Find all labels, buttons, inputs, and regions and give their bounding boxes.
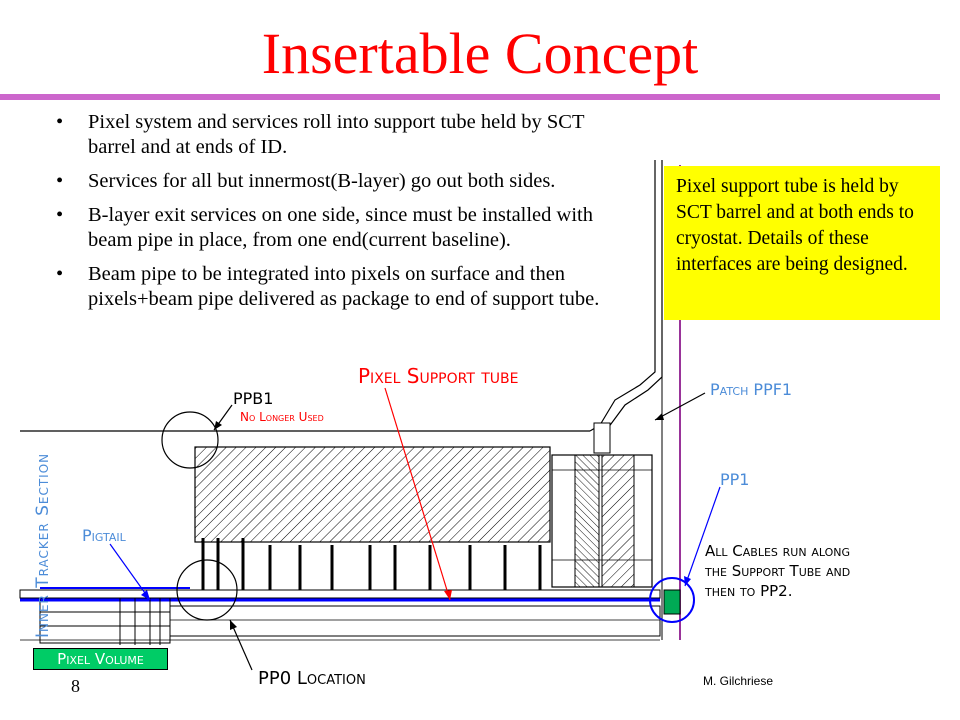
support-tube	[19, 589, 661, 599]
ppb1-label: PPB1	[233, 389, 274, 408]
bullet-list: Pixel system and services roll into supp…	[50, 110, 630, 321]
pigtail-label: Pigtail	[82, 526, 126, 545]
patch-ppf1-label: Patch PPF1	[710, 380, 793, 399]
pp0-circle	[176, 559, 238, 621]
inner-tracker-section-label: Inner Tracker Section	[33, 452, 53, 638]
author-credit: M. Gilchriese	[703, 674, 774, 688]
pp1-label: PP1	[720, 470, 750, 489]
all-cables-label-line2: the Support Tube and	[705, 562, 851, 580]
pixel-support-tube-label: Pixel Support tube	[358, 364, 519, 388]
beam-pipe-region	[169, 605, 661, 637]
bullet-item: Services for all but innermost(B-layer) …	[50, 169, 630, 194]
pp1-box	[663, 589, 681, 615]
bullet-item: B-layer exit services on one side, since…	[50, 203, 630, 253]
bullet-item: Beam pipe to be integrated into pixels o…	[50, 262, 630, 312]
pp0-location-label: PP0 Location	[258, 668, 366, 689]
pp1-circle	[649, 577, 695, 623]
callout-box: Pixel support tube is held by SCT barrel…	[664, 166, 940, 320]
all-cables-label-line3: then to PP2.	[705, 582, 793, 600]
page-number: 8	[71, 676, 80, 696]
slide-title: Insertable Concept	[261, 21, 699, 86]
ppb1-circle	[161, 411, 219, 469]
pixel-volume-label: Pixel Volume	[33, 648, 168, 670]
pixel-volume-detail	[39, 597, 171, 645]
sct-barrel-block	[194, 446, 551, 543]
title-divider	[0, 94, 940, 100]
all-cables-label-line1: All Cables run along	[705, 542, 851, 560]
no-longer-used-label: No Longer Used	[240, 410, 324, 424]
bullet-item: Pixel system and services roll into supp…	[50, 110, 630, 160]
cryostat-wall	[589, 160, 656, 432]
